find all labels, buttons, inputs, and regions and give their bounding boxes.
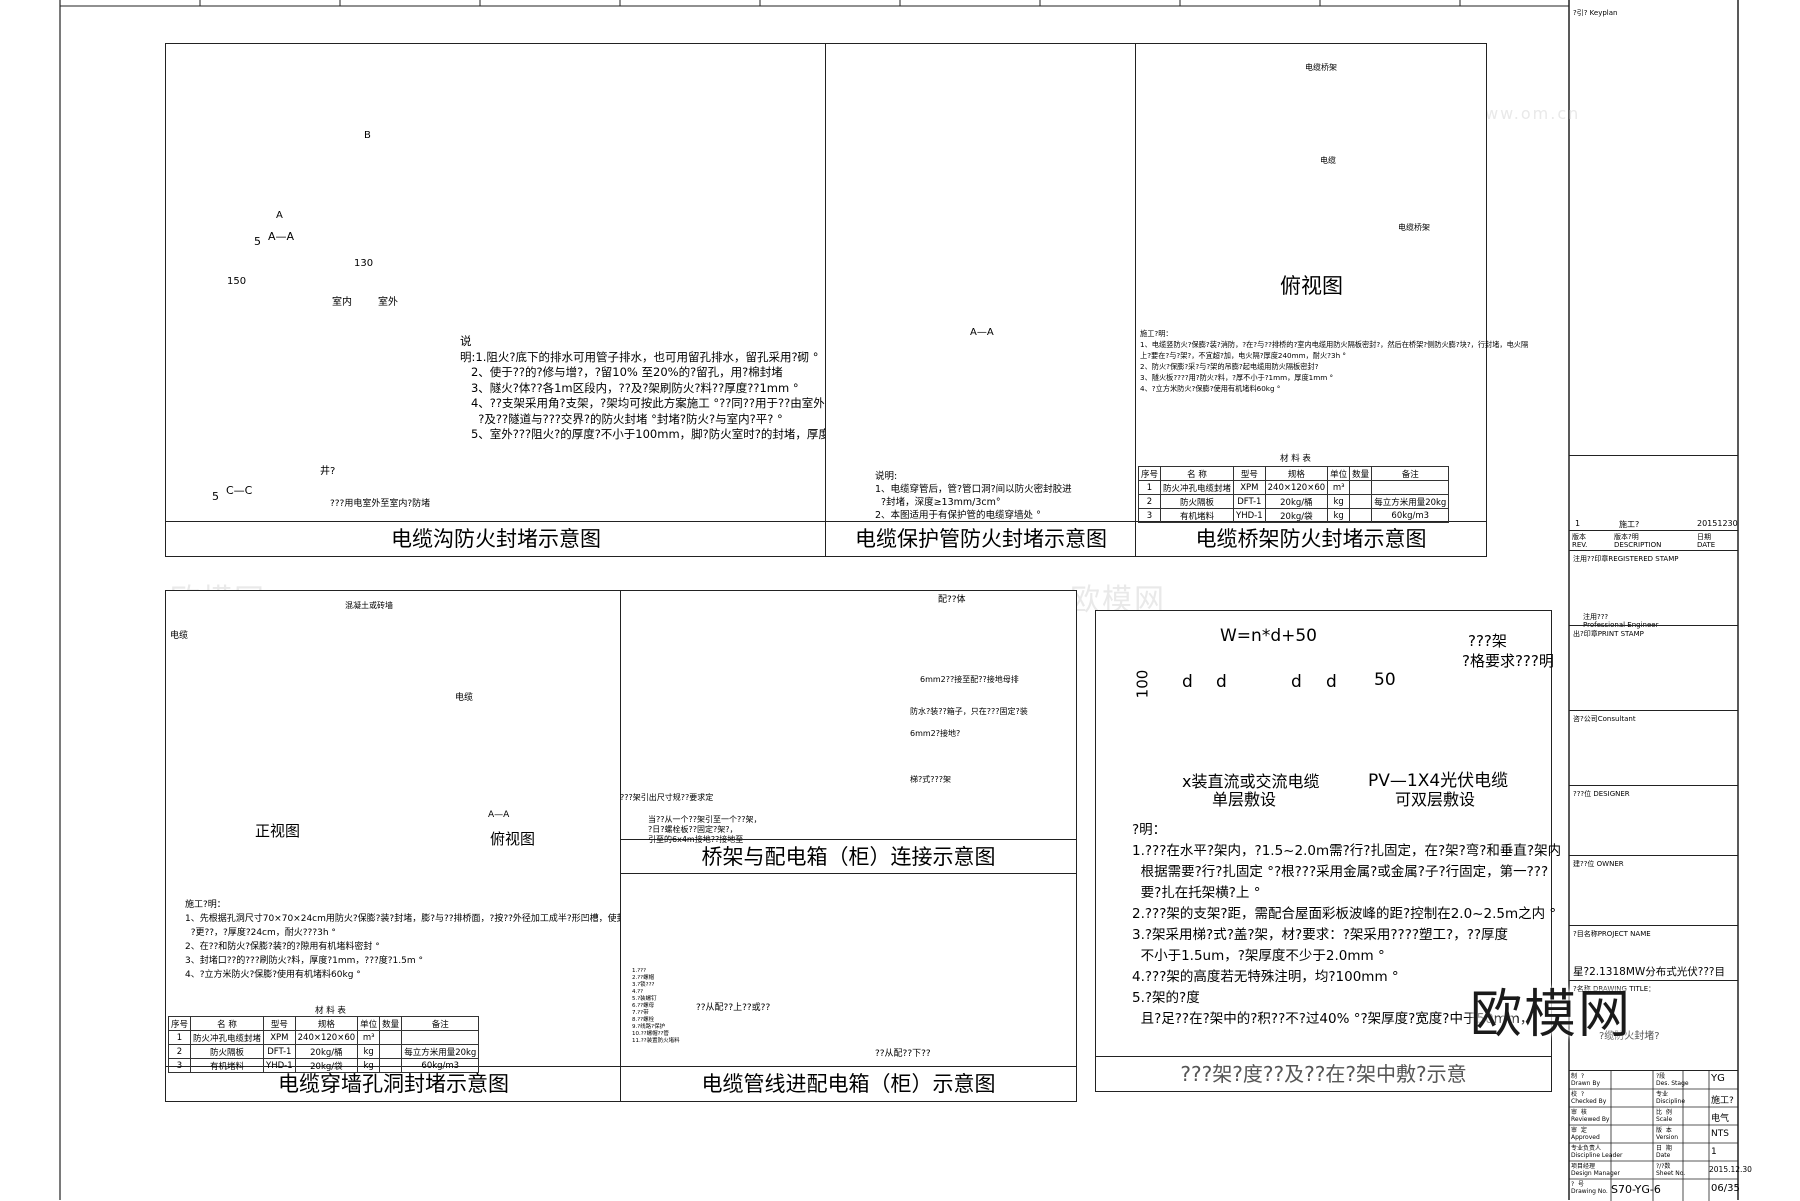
titleblock-consultant: 咨?公司Consultant <box>1569 710 1738 786</box>
section-label: A—A <box>970 327 994 338</box>
callout-label: ??从配??下?? <box>875 1049 931 1059</box>
titleblock-project: ?目名称PROJECT NAME 星?2.1318MW分布式光伏???目 <box>1569 925 1738 981</box>
panel-title: 电缆桥架防火封堵示意图 <box>1136 521 1486 556</box>
section-label: A—A <box>488 810 510 820</box>
top-view-label: 俯视图 <box>490 830 536 848</box>
titleblock-drawing-title: ?名称 DRAWING TITLE： ?缆防火封堵? <box>1569 980 1738 1071</box>
callout-label: ???架引出尺寸规??要求定 <box>620 793 714 802</box>
dim-label: A <box>276 210 283 221</box>
dim-d: d <box>1216 672 1227 692</box>
panel-title: 桥架与配电箱（柜）连接示意图 <box>621 839 1076 874</box>
callout-label: 当??从一个??架引至一个??架， ?日?螺栓板??固定?架?， 引至的6x4m… <box>648 815 762 844</box>
front-view-label: 正视图 <box>255 822 301 840</box>
panel-title: ???架?度??及??在?架中敷?示意 <box>1096 1056 1551 1091</box>
callout-label: 防水?装??箱子，只在???固定?装 <box>910 707 1028 716</box>
titleblock-designer: ???位 DESIGNER <box>1569 785 1738 856</box>
dim-label: B <box>364 130 371 141</box>
titleblock-owner: 建??位 OWNER <box>1569 855 1738 926</box>
panel-title: 电缆保护管防火封堵示意图 <box>826 521 1136 556</box>
p4-notes: 施工?明： 1、先根据孔洞尺寸70×70×24cm用防火?保膨?装?封堵，膨?与… <box>185 900 644 980</box>
tray-requirement: ?格要求???明 <box>1462 652 1554 670</box>
tray-label: ???架 <box>1468 632 1507 650</box>
cable-label: 电缆 <box>455 693 474 703</box>
titleblock-signatures: 制 ? Drawn By ?段 Des. Stage YG 校 ? Checke… <box>1569 1070 1752 1201</box>
panel-tray-width: ???架?度??及??在?架中敷?示意 <box>1095 610 1552 1092</box>
p6-legend: 1.??? 2.??螺帽 3.?锁??? 4.?? 5.?装螺钉 6.??螺母 … <box>632 968 680 1044</box>
site-logo: 欧模网 <box>1470 985 1633 1045</box>
cable-type-1: x装直流或交流电缆 <box>1182 772 1320 791</box>
callout-label: 梯?式???架 <box>910 775 951 784</box>
titleblock-rev-header: 版本 REV. 版本?明 DESCRIPTION 日期 DATE <box>1569 530 1738 551</box>
table-title: 材 料 表 <box>315 1006 346 1016</box>
tray-label: 电缆桥架 <box>1305 63 1337 72</box>
panel-cable-trench: 电缆沟防火封堵示意图 <box>165 43 827 557</box>
sub-note: ???用电室外至室内?防堵 <box>330 499 431 509</box>
titleblock-print-stamp: 出?印章PRINT STAMP <box>1569 625 1738 711</box>
titleblock-revision: 1 施工? 20151230 <box>1569 455 1738 529</box>
panel-title: 电缆沟防火封堵示意图 <box>166 521 826 556</box>
dim-d: d <box>1326 672 1337 692</box>
panel-conduit-box: 电缆管线进配电箱（柜）示意图 <box>620 873 1077 1102</box>
dim-d: d <box>1291 672 1302 692</box>
height-dim: 100 <box>1133 669 1152 699</box>
p3-notes: 施工?明： 1、电缆竖防火?保膨?装?消防，?在?与??排桥的?室内电缆用防火隔… <box>1140 329 1529 393</box>
width-formula: W=n*d+50 <box>1220 626 1317 646</box>
dim-d: d <box>1182 672 1193 692</box>
cable-label: 电缆 <box>170 631 189 641</box>
cable-type-2-sub: 可双层敷设 <box>1395 790 1476 809</box>
top-grid-ticks <box>199 0 1461 6</box>
top-view-label: 俯视图 <box>1280 274 1343 298</box>
section-label: C—C <box>226 484 253 497</box>
watermark-url: www.om.cn <box>1470 104 1581 123</box>
callout-label: ??从配??上??或?? <box>696 1003 771 1013</box>
dim-label: 150 <box>227 276 247 287</box>
section-label: A—A <box>268 230 295 243</box>
panel-tray-box: 桥架与配电箱（柜）连接示意图 <box>620 590 1077 875</box>
callout-label: 6mm2??接至配??接地母排 <box>920 675 1019 684</box>
callout-number: 5 <box>212 490 219 503</box>
callout-label: 6mm2?接地? <box>910 729 961 738</box>
p2-notes: 说明: 1、电缆穿管后，管?管口洞?间以防火密封胶进 ?封堵，深度≥13mm/3… <box>875 471 1072 521</box>
outdoor-label: 室外 <box>378 297 398 308</box>
titleblock-keyplan: ?引? Keyplan <box>1573 9 1618 17</box>
dim-label: 130 <box>354 258 374 269</box>
titleblock-reg-stamp: 注用??印章REGISTERED STAMP 注用??? Professiona… <box>1569 550 1738 629</box>
p7-notes: ?明： 1.???在水平?架内，?1.5~2.0m需?行?扎固定，在?架?弯?和… <box>1132 822 1562 1027</box>
well-label: 井? <box>320 466 336 477</box>
tray-label: 电缆桥架 <box>1398 223 1430 232</box>
table-title: 材 料 表 <box>1280 454 1311 464</box>
cable-label: 电缆 <box>1320 156 1336 165</box>
callout-number: 5 <box>254 235 261 248</box>
cable-type-1-sub: 单层敷设 <box>1212 790 1277 809</box>
panel-title: 电缆管线进配电箱（柜）示意图 <box>621 1066 1076 1101</box>
wall-label: 混凝土或砖墙 <box>345 601 393 610</box>
panel-cable-pipe: 电缆保护管防火封堵示意图 <box>825 43 1137 557</box>
box-label: 配??体 <box>938 595 966 605</box>
cable-type-2: PV—1X4光伏电缆 <box>1368 771 1509 791</box>
dim-50: 50 <box>1374 670 1396 690</box>
indoor-label: 室内 <box>332 297 352 308</box>
